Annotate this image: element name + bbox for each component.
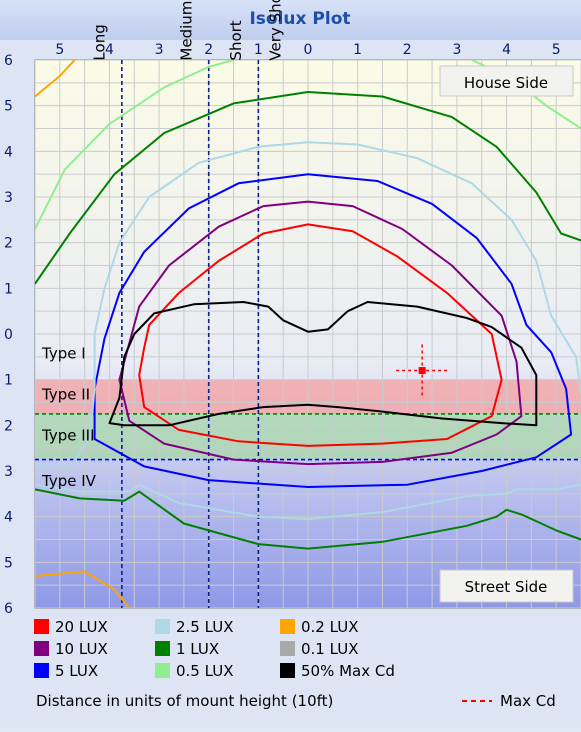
- max-cd-point: [418, 367, 426, 375]
- legend-label: 0.5 LUX: [176, 662, 234, 680]
- y-tick-label: 3: [4, 190, 13, 206]
- type-label-type-i: Type I: [41, 344, 86, 362]
- type-label-type-iii: Type III: [41, 426, 95, 444]
- isolux-line-2-5-lux: [35, 141, 581, 468]
- house-side-label: House Side: [464, 74, 548, 92]
- distance-label-very-short: Very Short: [267, 0, 285, 61]
- y-tick-label: 6: [4, 53, 13, 69]
- x-tick-label: 4: [502, 42, 511, 58]
- x-tick-label: 4: [105, 42, 114, 58]
- legend-label: 0.2 LUX: [301, 618, 359, 636]
- legend-swatch: [155, 619, 170, 634]
- isolux-line-0-5-lux: [35, 60, 234, 230]
- x-tick-label: 3: [155, 42, 164, 58]
- x-tick-label: 5: [552, 42, 561, 58]
- house-side-box: [439, 65, 574, 97]
- x-tick-label: 0: [304, 42, 313, 58]
- distance-label-short: Short: [227, 20, 245, 60]
- legend-swatch: [34, 619, 49, 634]
- chart-title: Isolux Plot: [249, 9, 350, 29]
- y-tick-label: 5: [4, 99, 13, 115]
- x-tick-label: 5: [55, 42, 64, 58]
- y-tick-label: 0: [4, 327, 13, 343]
- legend-label: 5 LUX: [55, 662, 98, 680]
- street-side-box: [439, 569, 574, 603]
- legend-label: 0.1 LUX: [301, 640, 359, 658]
- legend-label: 2.5 LUX: [176, 618, 234, 636]
- type-label-type-ii: Type II: [41, 385, 90, 403]
- isolux-line-10-lux: [118, 200, 523, 466]
- isolux-line-1-lux-street: [35, 488, 581, 550]
- legend-swatch: [155, 663, 170, 678]
- x-tick-label: 2: [403, 42, 412, 58]
- x-tick-label: 3: [452, 42, 461, 58]
- isolux-line-5-lux: [93, 173, 573, 488]
- y-tick-label: 2: [4, 236, 13, 252]
- y-tick-label: 4: [4, 510, 13, 526]
- distance-units-note: Distance in units of mount height (10ft): [36, 692, 333, 710]
- legend-label: 1 LUX: [176, 640, 219, 658]
- legend-swatch: [34, 663, 49, 678]
- y-tick-label: 4: [4, 144, 13, 160]
- y-tick-label: 2: [4, 418, 13, 434]
- max-cd-legend-label: Max Cd: [500, 692, 556, 710]
- legend-swatch: [34, 641, 49, 656]
- legend-swatch: [155, 641, 170, 656]
- street-side-label: Street Side: [465, 578, 548, 596]
- legend-label: 10 LUX: [55, 640, 108, 658]
- isolux-line-50-max-cd: [108, 301, 538, 427]
- isolux-line-0-2-lux-street: [35, 570, 131, 608]
- y-tick-label: 3: [4, 464, 13, 480]
- y-tick-label: 6: [4, 601, 13, 617]
- legend-swatch: [280, 641, 295, 656]
- isolux-line-2-5-lux-street: [35, 483, 581, 520]
- legend-label: 20 LUX: [55, 618, 108, 636]
- x-tick-label: 2: [204, 42, 213, 58]
- y-tick-label: 1: [4, 281, 13, 297]
- distance-label-medium: Medium: [177, 1, 195, 61]
- y-tick-label: 1: [4, 373, 13, 389]
- legend-swatch: [280, 619, 295, 634]
- x-tick-label: 1: [353, 42, 362, 58]
- x-tick-label: 1: [254, 42, 263, 58]
- legend-label: 50% Max Cd: [301, 662, 395, 680]
- y-tick-label: 5: [4, 555, 13, 571]
- isolux-line-1-lux: [35, 91, 581, 285]
- legend-swatch: [280, 663, 295, 678]
- distance-label-long: Long: [90, 24, 108, 60]
- isolux-line-0-2-lux: [35, 60, 76, 98]
- isolux-line-20-lux: [138, 223, 503, 447]
- type-label-type-iv: Type IV: [41, 472, 97, 490]
